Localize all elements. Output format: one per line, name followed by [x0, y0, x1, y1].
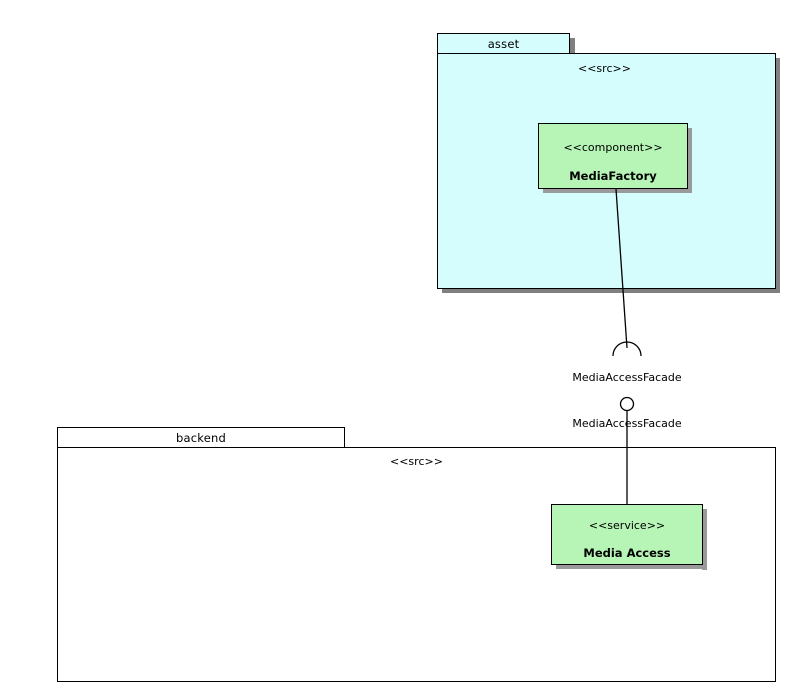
media-factory-component[interactable]: <<component>> MediaFactory	[538, 123, 688, 189]
media-factory-name: MediaFactory	[569, 169, 657, 183]
asset-package-shadow-right	[775, 58, 780, 293]
media-factory-shadow-right	[687, 128, 692, 189]
media-access-shadow-right	[702, 509, 707, 570]
media-access-stereotype: <<service>>	[588, 519, 666, 532]
media-access-name: Media Access	[583, 546, 671, 560]
socket-arc-icon	[612, 341, 642, 357]
asset-package-tab[interactable]: asset	[437, 33, 570, 54]
provided-interface-label: MediaAccessFacade	[572, 417, 682, 430]
required-interface-label: MediaAccessFacade	[572, 371, 682, 384]
asset-package-stereotype: <<src>>	[578, 62, 631, 75]
asset-package-name: asset	[487, 36, 520, 51]
media-access-shadow-bottom	[556, 564, 707, 569]
asset-package-tab-shadow	[570, 38, 575, 58]
media-factory-stereotype: <<component>>	[563, 141, 663, 154]
asset-package-shadow-bottom	[442, 288, 780, 293]
backend-package-name: backend	[176, 430, 226, 445]
media-access-component[interactable]: <<service>> Media Access	[551, 504, 703, 565]
lollipop-ball-icon	[619, 396, 635, 412]
backend-package-stereotype: <<src>>	[390, 455, 443, 468]
backend-package-tab[interactable]: backend	[57, 427, 345, 448]
